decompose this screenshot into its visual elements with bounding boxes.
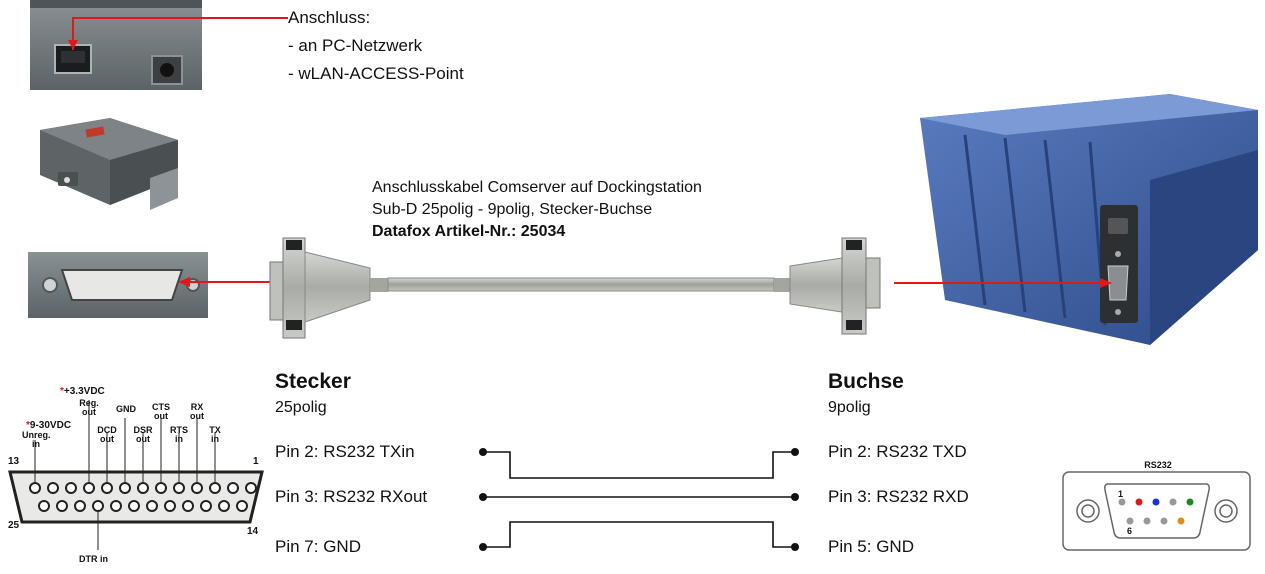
buchse-subtitle: 9polig <box>828 397 871 419</box>
cable-plug-25pin <box>270 238 388 338</box>
stecker-pin-label: Pin 3: RS232 RXout <box>275 486 427 508</box>
docking-station-photo <box>920 94 1258 345</box>
db9-pinout-drawing <box>1063 472 1250 550</box>
device-back-panel-photo <box>30 0 202 90</box>
wire-dot <box>479 543 487 551</box>
wire-dot <box>791 448 799 456</box>
stecker-pin-label: Pin 7: GND <box>275 536 361 558</box>
pin-13-label: 13 <box>8 456 19 467</box>
cable-wire <box>388 278 774 291</box>
comserver-device-photo <box>40 118 178 210</box>
stecker-subtitle: 25polig <box>275 397 327 419</box>
buchse-pin-label: Pin 2: RS232 TXD <box>828 441 967 463</box>
cable-description: Anschlusskabel Comserver auf Dockingstat… <box>372 177 702 199</box>
wire-dot <box>479 493 487 501</box>
pin-wiring <box>483 452 795 547</box>
pin-1-label: 1 <box>253 456 259 467</box>
wire-dot <box>791 543 799 551</box>
buchse-pin-label: Pin 3: RS232 RXD <box>828 486 969 508</box>
anschluss-item: - wLAN-ACCESS-Point <box>288 63 464 85</box>
rs232-label: RS232 <box>1138 460 1178 470</box>
db9-pin-6-label: 6 <box>1127 526 1132 536</box>
db9-pin-1-label: 1 <box>1118 489 1123 499</box>
cable-socket-9pin <box>774 238 880 334</box>
anschluss-item: - an PC-Netzwerk <box>288 35 422 57</box>
stecker-pin-label: Pin 2: RS232 TXin <box>275 441 415 463</box>
reg-label: Reg.out <box>75 399 103 417</box>
db25-port-panel-photo <box>28 252 208 318</box>
gnd-pin-label: GND <box>114 404 138 414</box>
wire-tx-to-txd <box>483 452 795 478</box>
anschluss-heading: Anschluss: <box>288 7 370 29</box>
article-number: Datafox Artikel-Nr.: 25034 <box>372 221 565 243</box>
power-33-label: *+3.3VDC <box>60 386 105 397</box>
dtr-label: DTR in <box>79 554 108 564</box>
cable-spec: Sub-D 25polig - 9polig, Stecker-Buchse <box>372 199 652 221</box>
buchse-pin-label: Pin 5: GND <box>828 536 914 558</box>
wire-dot <box>791 493 799 501</box>
unreg-label: Unreg.in <box>22 431 50 449</box>
wire-gnd-to-gnd <box>483 522 795 547</box>
wire-dot <box>479 448 487 456</box>
pin-14-label: 14 <box>247 526 258 537</box>
buchse-title: Buchse <box>828 370 904 394</box>
pin-25-label: 25 <box>8 520 19 531</box>
stecker-title: Stecker <box>275 370 351 394</box>
